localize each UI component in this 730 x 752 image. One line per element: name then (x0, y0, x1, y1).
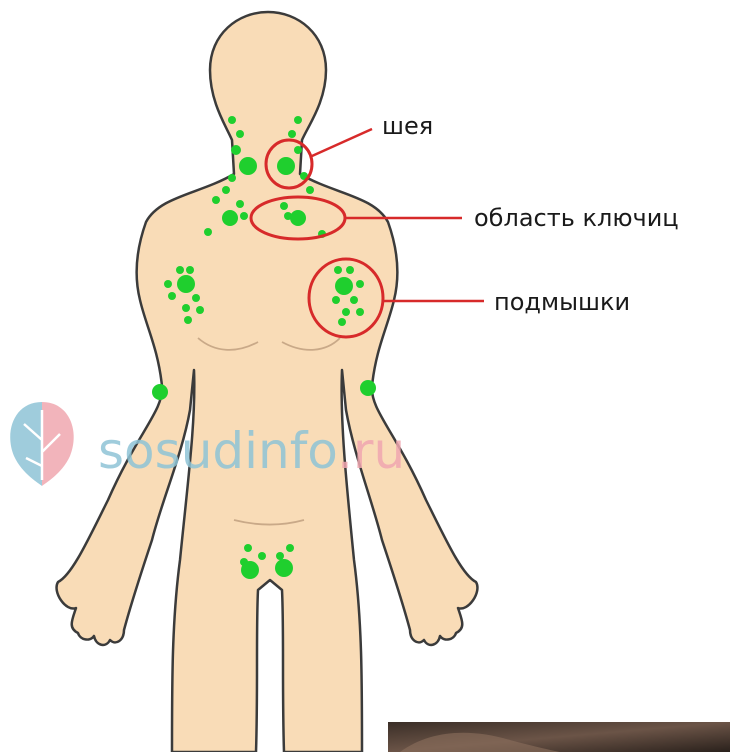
lymph-node (332, 296, 340, 304)
lymph-node (275, 559, 293, 577)
lymph-node (152, 384, 168, 400)
lymph-node (186, 266, 194, 274)
lymph-node (346, 266, 354, 274)
lymph-node (286, 544, 294, 552)
neck-leader-line (312, 129, 372, 156)
lymph-node (236, 130, 244, 138)
lymph-node (294, 116, 302, 124)
lymph-node (222, 186, 230, 194)
watermark-logo-icon (10, 402, 74, 486)
lymph-node (168, 292, 176, 300)
lymph-node (228, 116, 236, 124)
lymph-node (184, 316, 192, 324)
lymph-node (306, 186, 314, 194)
lymph-node (196, 306, 204, 314)
lymph-node (176, 266, 184, 274)
lymph-node (356, 308, 364, 316)
lymph-node (277, 157, 295, 175)
lymph-node (182, 304, 190, 312)
lymph-node (240, 212, 248, 220)
lymph-node (342, 308, 350, 316)
lymph-node (231, 145, 241, 155)
lymph-node (177, 275, 195, 293)
lymph-node (288, 130, 296, 138)
lymph-node (228, 174, 236, 182)
lymph-node (192, 294, 200, 302)
lymph-node (290, 210, 306, 226)
lymph-node (338, 318, 346, 326)
lymph-node (258, 552, 266, 560)
lymph-node (294, 146, 302, 154)
lymph-node (222, 210, 238, 226)
watermark-text: sosudinfo (98, 422, 337, 480)
lymph-node (350, 296, 358, 304)
lymph-node (244, 544, 252, 552)
lymph-node (239, 157, 257, 175)
svg-text:sosudinfo.ru: sosudinfo.ru (98, 422, 405, 480)
photo-fragment (388, 722, 730, 752)
watermark-suffix: .ru (337, 422, 405, 480)
lymph-node (360, 380, 376, 396)
lymph-node (356, 280, 364, 288)
lymph-node (276, 552, 284, 560)
lymph-node (241, 561, 259, 579)
lymph-node (335, 277, 353, 295)
label-neck: шея (382, 112, 433, 140)
lymph-node (164, 280, 172, 288)
lymph-node (212, 196, 220, 204)
lymph-node (204, 228, 212, 236)
lymph-node (236, 200, 244, 208)
lymph-node (280, 202, 288, 210)
lymph-node (334, 266, 342, 274)
label-armpits: подмышки (494, 288, 630, 316)
label-clavicle: область ключиц (474, 204, 679, 232)
